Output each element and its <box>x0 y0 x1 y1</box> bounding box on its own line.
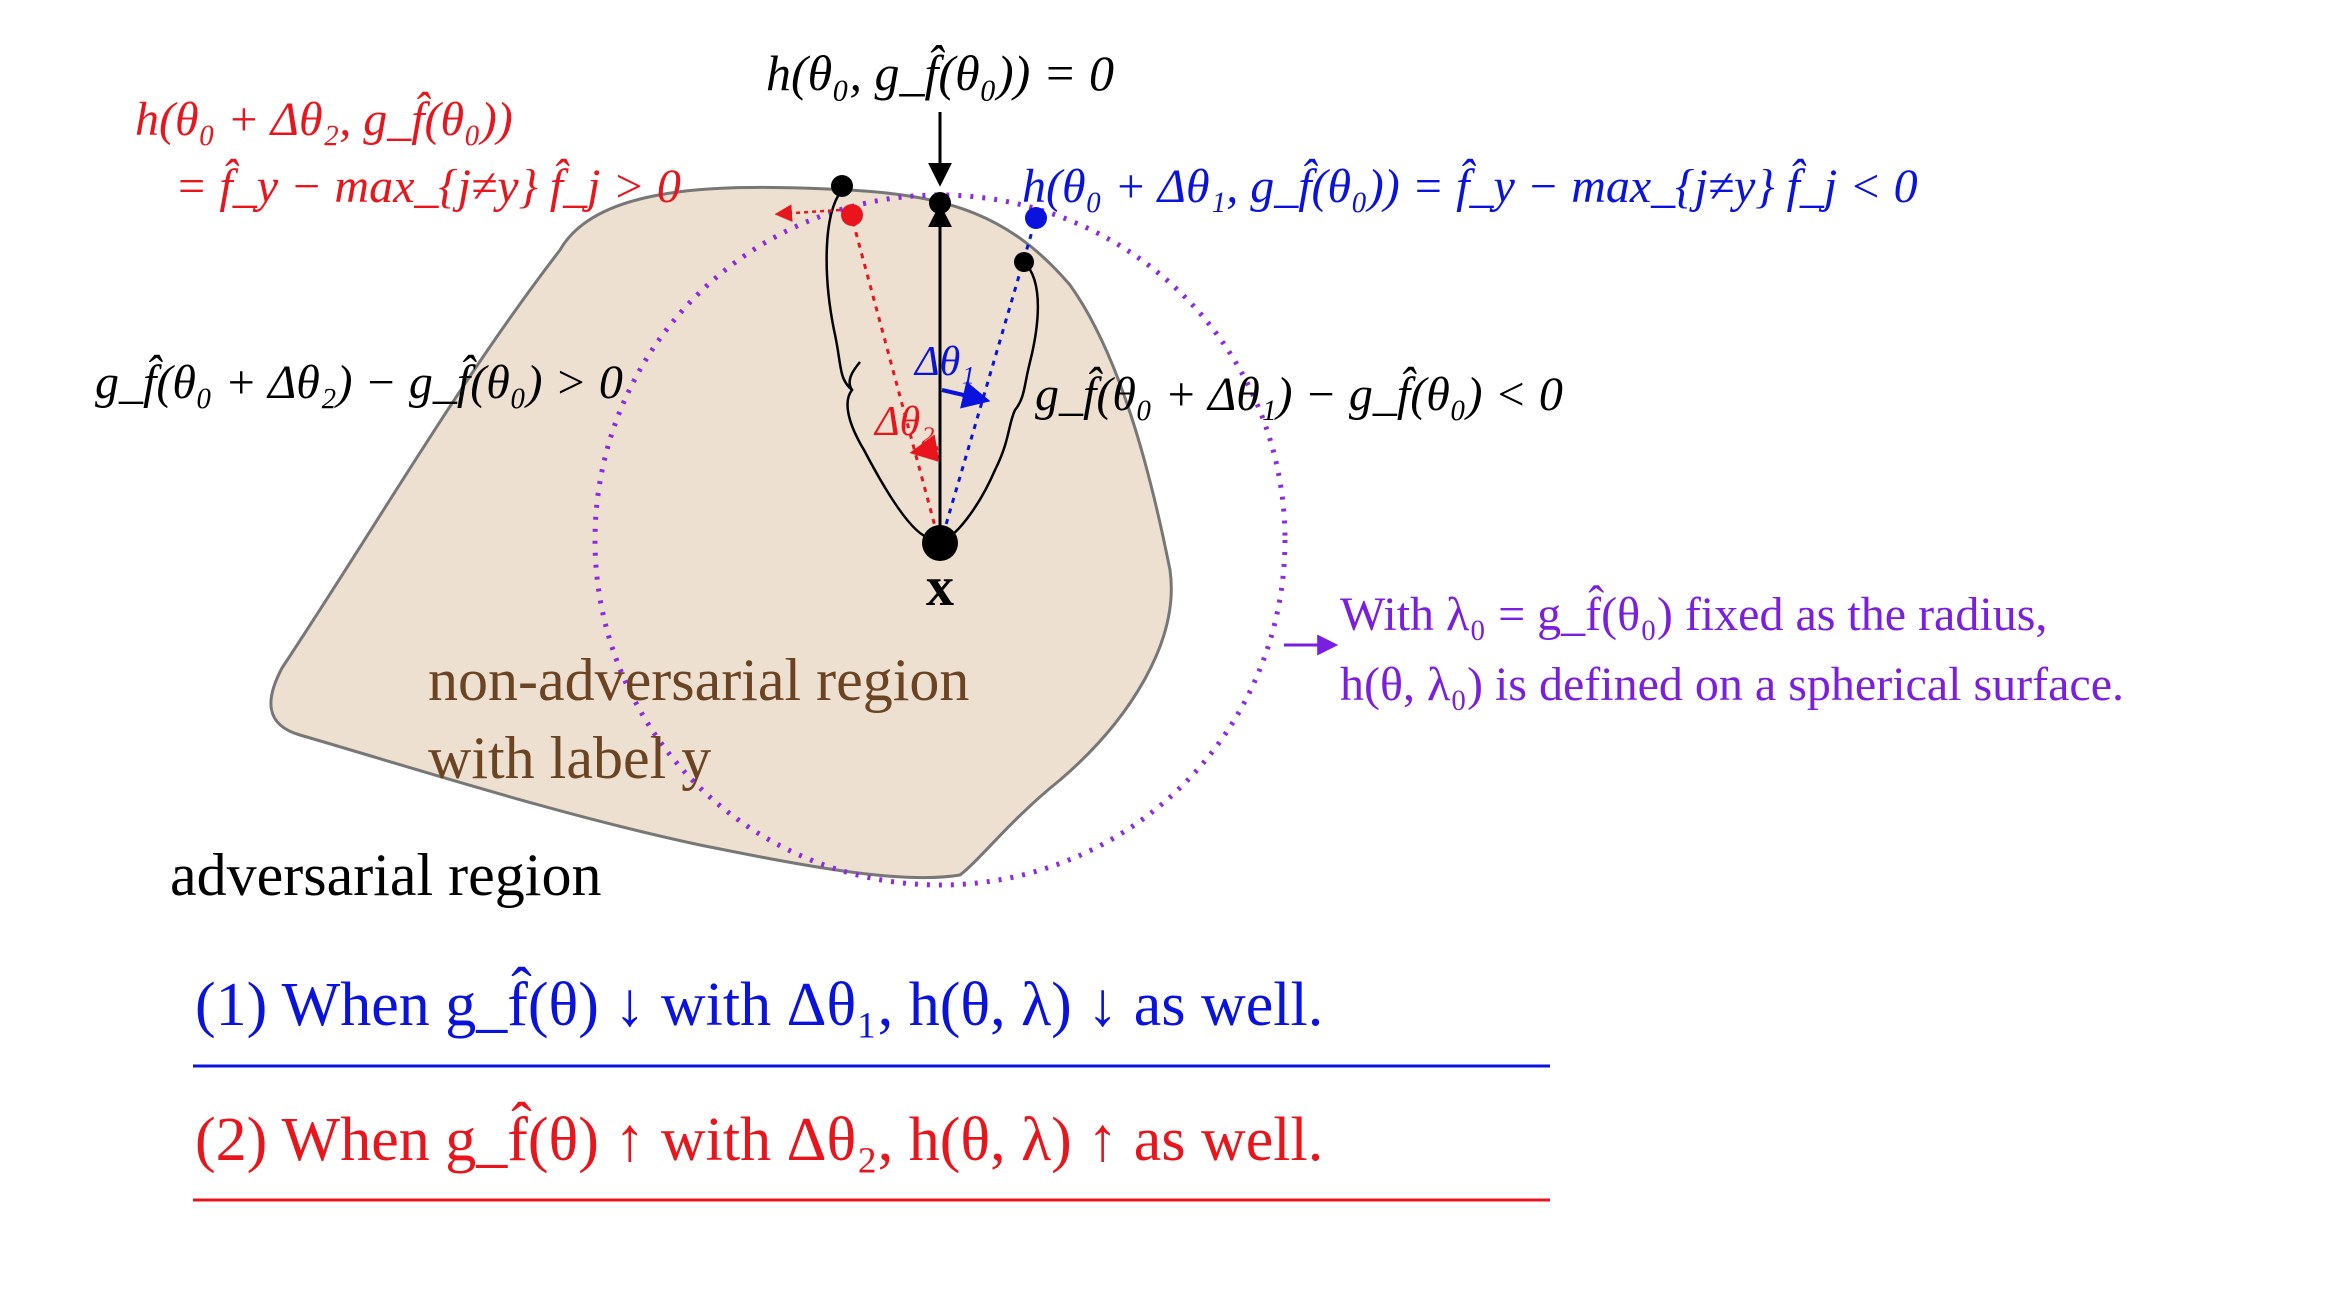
red-left-arrow <box>774 204 841 222</box>
blue-point <box>1025 207 1047 229</box>
delta-theta2-label: Δθ₂ <box>873 399 935 445</box>
region-label-line2: with label y <box>428 725 711 791</box>
right-brace-label: g_f̂(θ₀ + Δθ₁) − g_f̂(θ₀) < 0 <box>1035 365 1563 421</box>
black-point-center-top <box>929 192 951 214</box>
blue-top-label: h(θ₀ + Δθ₁, g_f̂(θ₀)) = f̂_y − max_{j≠y}… <box>1022 157 1918 213</box>
delta-theta2-arrow <box>909 434 940 462</box>
origin-point-x <box>922 525 958 561</box>
left-curly-brace-tip <box>848 361 861 391</box>
region-label-line1: non-adversarial region <box>428 647 969 713</box>
blue-dotted-path <box>938 217 1038 546</box>
red-point <box>841 204 863 226</box>
black-point-left <box>831 175 853 197</box>
non-adversarial-region-shape <box>269 185 1173 880</box>
top-center-label: h(θ₀, g_f̂(θ₀)) = 0 <box>766 44 1114 101</box>
delta-theta1-label: Δθ₁ <box>913 339 975 385</box>
red-label-line2: = f̂_y − max_{j≠y} f̂_j > 0 <box>175 157 681 213</box>
statement-1: (1) When g_f̂(θ) ↓ with Δθ₁, h(θ, λ) ↓ a… <box>195 967 1323 1039</box>
sphere-label-line1: With λ₀ = g_f̂(θ₀) fixed as the radius, <box>1340 583 2047 641</box>
statement-2: (2) When g_f̂(θ) ↑ with Δθ₂, h(θ, λ) ↑ a… <box>195 1102 1323 1174</box>
right-curly-brace <box>947 261 1040 540</box>
spherical-surface-circle <box>592 192 1288 888</box>
x-label: x <box>926 556 954 618</box>
sphere-label-line2: h(θ, λ₀) is defined on a spherical surfa… <box>1340 658 2124 711</box>
red-dotted-path <box>850 217 942 546</box>
red-label-line1: h(θ₀ + Δθ₂, g_f̂(θ₀)) <box>135 90 513 146</box>
black-point-right <box>1014 252 1034 272</box>
adversarial-region-label: adversarial region <box>170 842 601 908</box>
left-brace-label: g_f̂(θ₀ + Δθ₂) − g_f̂(θ₀) > 0 <box>95 353 623 409</box>
delta-theta1-arrow <box>941 381 991 409</box>
